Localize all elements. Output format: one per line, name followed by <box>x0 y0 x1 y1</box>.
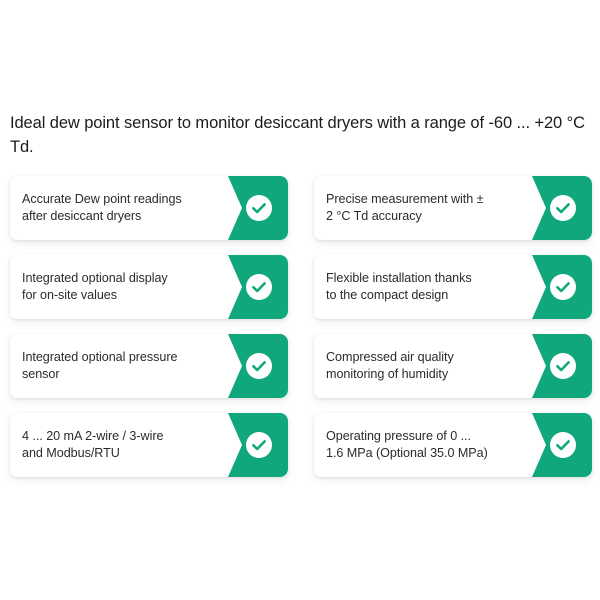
feature-card-text: Flexible installation thanks to the comp… <box>326 270 472 303</box>
feature-card[interactable]: Accurate Dew point readings after desicc… <box>10 176 288 240</box>
feature-card[interactable]: Operating pressure of 0 ... 1.6 MPa (Opt… <box>314 413 592 477</box>
check-circle-icon <box>550 432 576 458</box>
feature-card[interactable]: Integrated optional pressure sensor <box>10 334 288 398</box>
check-circle-icon <box>246 353 272 379</box>
feature-card[interactable]: 4 ... 20 mA 2-wire / 3-wire and Modbus/R… <box>10 413 288 477</box>
check-circle-icon <box>550 195 576 221</box>
feature-card[interactable]: Integrated optional display for on-site … <box>10 255 288 319</box>
feature-card[interactable]: Precise measurement with ± 2 °C Td accur… <box>314 176 592 240</box>
feature-card[interactable]: Compressed air quality monitoring of hum… <box>314 334 592 398</box>
feature-card-text: Operating pressure of 0 ... 1.6 MPa (Opt… <box>326 428 488 461</box>
feature-card-grid: Accurate Dew point readings after desicc… <box>10 176 592 477</box>
feature-card-text: 4 ... 20 mA 2-wire / 3-wire and Modbus/R… <box>22 428 164 461</box>
check-circle-icon <box>550 353 576 379</box>
feature-card-text: Accurate Dew point readings after desicc… <box>22 191 182 224</box>
check-circle-icon <box>246 195 272 221</box>
feature-card[interactable]: Flexible installation thanks to the comp… <box>314 255 592 319</box>
check-circle-icon <box>246 432 272 458</box>
check-circle-icon <box>550 274 576 300</box>
feature-card-text: Precise measurement with ± 2 °C Td accur… <box>326 191 484 224</box>
feature-card-text: Integrated optional display for on-site … <box>22 270 168 303</box>
check-circle-icon <box>246 274 272 300</box>
page-title: Ideal dew point sensor to monitor desicc… <box>10 114 585 157</box>
feature-card-text: Integrated optional pressure sensor <box>22 349 178 382</box>
feature-card-text: Compressed air quality monitoring of hum… <box>326 349 454 382</box>
